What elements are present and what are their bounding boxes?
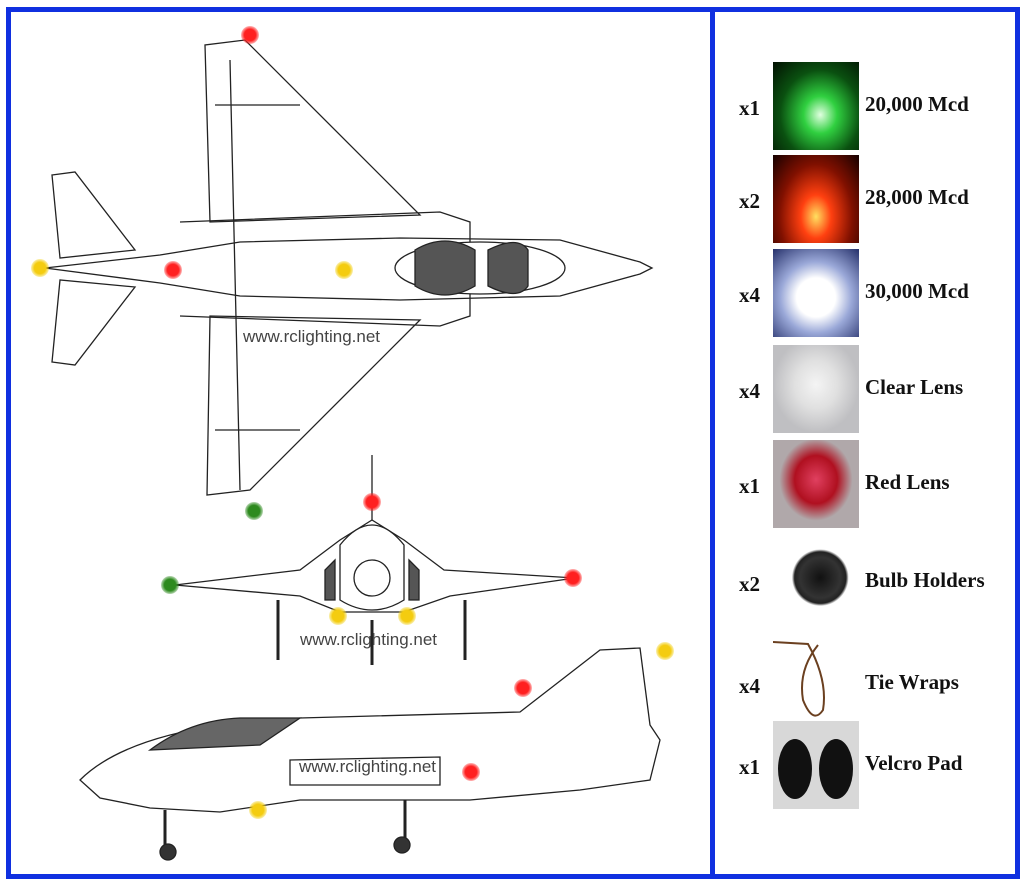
- tie-wrap-icon: [773, 641, 825, 717]
- item-quantity: x1: [739, 96, 760, 120]
- yellow-light-marker: [335, 261, 353, 279]
- yellow-light-marker: [31, 259, 49, 277]
- kit-item: x4 30,000 Mcd: [715, 249, 1015, 337]
- red-led-icon: [773, 155, 859, 243]
- kit-item: x2 Bulb Holders: [715, 538, 1015, 626]
- item-label: 30,000 Mcd: [865, 279, 969, 303]
- green-light-marker: [161, 576, 179, 594]
- item-label: 28,000 Mcd: [865, 185, 969, 209]
- item-label: Tie Wraps: [865, 670, 959, 694]
- bulb-holder-icon: [773, 538, 859, 626]
- aircraft-drawings: [44, 39, 661, 861]
- top-view-aircraft: [44, 39, 654, 496]
- front-view-aircraft: [174, 455, 576, 665]
- yellow-light-marker: [398, 607, 416, 625]
- kit-item: x4 Clear Lens: [715, 345, 1015, 433]
- red-light-marker: [462, 763, 480, 781]
- kit-item: x2 28,000 Mcd: [715, 155, 1015, 243]
- kit-item: x4 Tie Wraps: [715, 640, 1015, 728]
- red-light-marker: [514, 679, 532, 697]
- velcro-pad-icon: [773, 721, 859, 809]
- watermark-text: www.rclighting.net: [243, 327, 381, 346]
- clear-lens-icon: [773, 345, 859, 433]
- white-led-icon: [773, 249, 859, 337]
- yellow-light-marker: [656, 642, 674, 660]
- red-light-marker: [164, 261, 182, 279]
- item-label: Velcro Pad: [865, 751, 963, 775]
- item-quantity: x4: [739, 283, 760, 307]
- item-label: Bulb Holders: [865, 568, 985, 592]
- red-light-marker: [241, 26, 259, 44]
- kit-item: x1 20,000 Mcd: [715, 62, 1015, 150]
- yellow-light-marker: [249, 801, 267, 819]
- red-lens-icon: [773, 440, 859, 528]
- side-view-aircraft: [79, 647, 661, 861]
- kit-item: x1 Red Lens: [715, 440, 1015, 528]
- item-quantity: x4: [739, 674, 760, 698]
- watermark-text: www.rclighting.net: [300, 630, 438, 649]
- kit-item: x1 Velcro Pad: [715, 721, 1015, 809]
- item-label: Clear Lens: [865, 375, 964, 399]
- item-quantity: x2: [739, 572, 760, 596]
- item-label: 20,000 Mcd: [865, 92, 969, 116]
- item-quantity: x1: [739, 474, 760, 498]
- item-quantity: x2: [739, 189, 760, 213]
- green-light-marker: [245, 502, 263, 520]
- aircraft-diagram-panel: www.rclighting.net www.rclighting.net ww…: [11, 12, 710, 874]
- green-led-icon: [773, 62, 859, 150]
- watermark-text: www.rclighting.net: [299, 757, 437, 776]
- item-quantity: x1: [739, 755, 760, 779]
- item-quantity: x4: [739, 379, 760, 403]
- red-light-marker: [363, 493, 381, 511]
- panel-divider: [710, 7, 715, 879]
- yellow-light-marker: [329, 607, 347, 625]
- item-label: Red Lens: [865, 470, 950, 494]
- red-light-marker: [564, 569, 582, 587]
